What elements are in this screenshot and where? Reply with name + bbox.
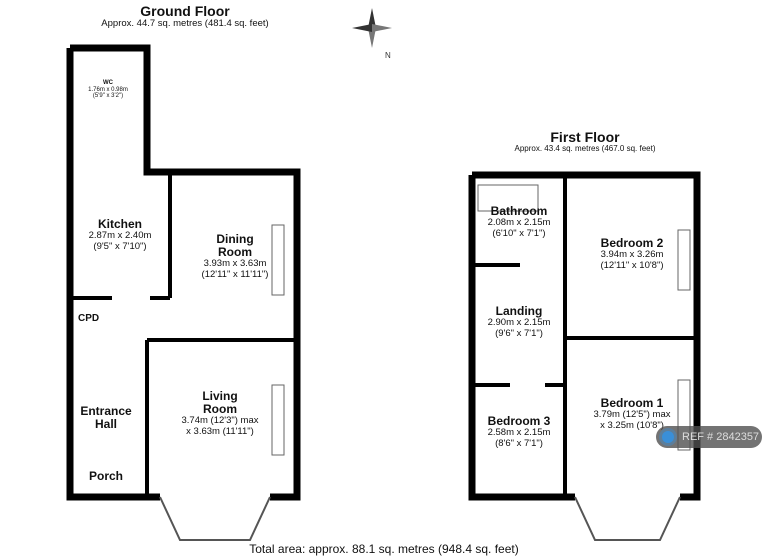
ground-floor-walls <box>66 44 301 501</box>
first-floor-area: Approx. 43.4 sq. metres (467.0 sq. feet) <box>514 144 656 154</box>
room-porch: Porch <box>88 469 123 483</box>
first-floor-title: First Floor <box>550 129 620 145</box>
compass-icon: N <box>352 8 392 60</box>
bedroom1-bay-window <box>574 496 681 541</box>
room-entrance-hall: Entrance Hall <box>80 404 132 432</box>
room-cpd: CPD <box>78 313 100 324</box>
ground-floor-header: Ground Floor Approx. 44.7 sq. metres (48… <box>100 3 270 30</box>
first-floor-walls <box>468 171 701 501</box>
ref-text: REF # 2842357 <box>682 431 760 443</box>
living-bay-window <box>159 496 271 541</box>
location-icon <box>662 431 674 443</box>
ground-floor-area: Approx. 44.7 sq. metres (481.4 sq. feet) <box>101 18 269 30</box>
total-area: Total area: approx. 88.1 sq. metres (948… <box>249 542 519 556</box>
first-floor-header: First Floor Approx. 43.4 sq. metres (467… <box>500 129 670 154</box>
svg-text:N: N <box>385 51 391 60</box>
ground-floor-title: Ground Floor <box>140 3 230 19</box>
ref-badge: REF # 2842357 <box>656 426 762 448</box>
